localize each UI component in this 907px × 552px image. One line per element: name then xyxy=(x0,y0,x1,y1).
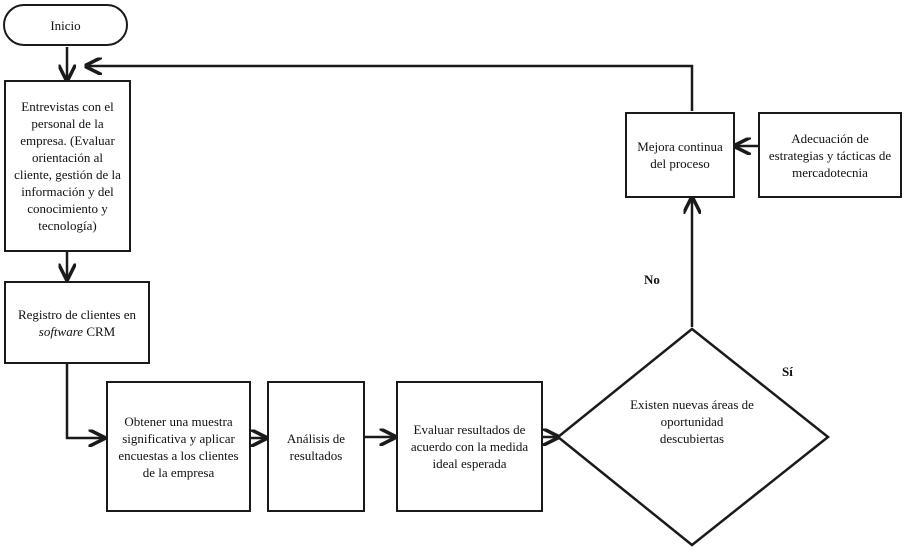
start-label: Inicio xyxy=(50,17,81,33)
interviews-box: Entrevistas con el personal de la empres… xyxy=(4,80,131,252)
analysis-label: Análisis de resultados xyxy=(286,430,346,463)
crm-registry-text-em: software xyxy=(38,323,84,339)
interviews-label: Entrevistas con el personal de la empres… xyxy=(14,99,121,233)
improvement-box: Mejora continua del proceso xyxy=(625,112,735,198)
survey-label: Obtener una muestra significativa y apli… xyxy=(118,413,239,480)
crm-registry-box: Registro de clientes en software CRM xyxy=(4,281,150,364)
arrow-mejora-feedback xyxy=(86,66,694,111)
arrow-registro-muestra xyxy=(65,364,104,438)
crm-registry-label: Registro de clientes en software CRM xyxy=(17,306,137,340)
marketing-box: Adecuación de estrategias y tácticas de … xyxy=(758,112,902,198)
start-node: Inicio xyxy=(3,4,128,46)
improvement-label: Mejora continua del proceso xyxy=(637,139,723,171)
crm-registry-text-post: CRM xyxy=(83,323,116,339)
marketing-label: Adecuación de estrategias y tácticas de … xyxy=(768,130,892,180)
evaluate-box: Evaluar resultados de acuerdo con la med… xyxy=(396,381,543,512)
no-label: No xyxy=(644,272,660,287)
survey-box: Obtener una muestra significativa y apli… xyxy=(106,381,251,512)
analysis-box: Análisis de resultados xyxy=(267,381,365,512)
yes-label: Sí xyxy=(782,364,793,379)
decision-diamond xyxy=(556,327,831,547)
evaluate-label: Evaluar resultados de acuerdo con la med… xyxy=(410,422,529,471)
crm-registry-text-pre: Registro de clientes en xyxy=(17,306,137,322)
decision-label: Existen nuevas áreas de oportunidad desc… xyxy=(630,397,754,446)
